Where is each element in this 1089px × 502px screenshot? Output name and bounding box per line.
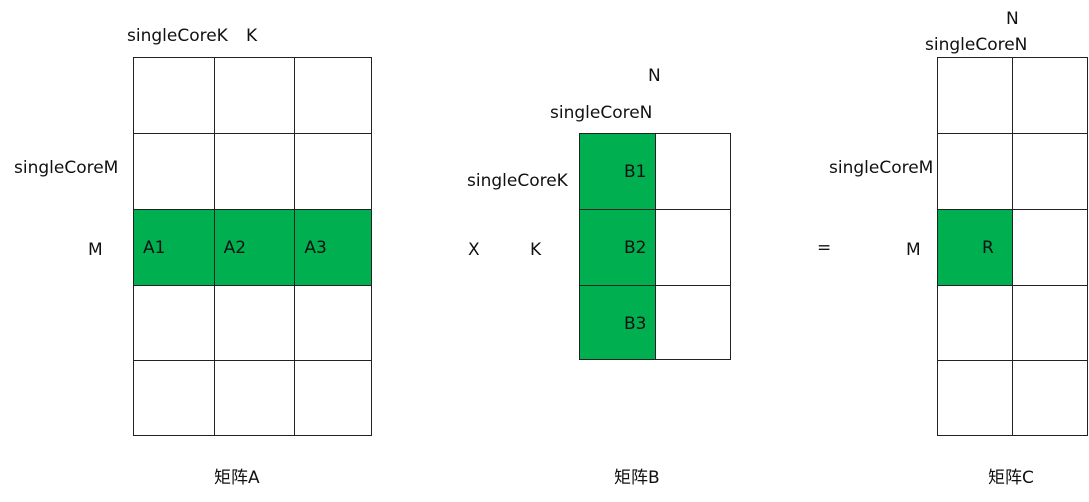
matrix-a-single-core-k-label: singleCoreK [127,26,228,46]
matrix-a-cell [213,57,296,134]
matrix-b-grid: B1 B2 B3 [579,133,731,360]
matrix-c-row [936,57,1088,134]
matrix-c-cell [936,285,1014,361]
matrix-c-row [936,360,1088,436]
equals-operator: = [817,238,832,258]
matrix-b-n-label: N [648,66,661,86]
matrix-a-cell [133,133,215,210]
matrix-a-row [133,57,372,134]
matrix-a-cell [294,360,372,436]
matrix-a-cell-a2: A2 [213,209,296,286]
cell-label-a2: A2 [223,238,247,258]
matrix-c-single-core-n-label: singleCoreN [925,35,1028,55]
cell-label-a1: A1 [143,238,166,258]
matrix-a-row [133,133,372,210]
matrix-a-m-label: M [88,240,103,260]
matrix-c-m-label: M [906,240,921,260]
matrix-c-cell [1012,285,1088,361]
matrix-a-grid: A1 A2 A3 [133,57,372,436]
matrix-a-cell [294,285,372,361]
multiply-operator: X [468,240,480,260]
matrix-c-cell [1012,57,1088,134]
matrix-a-row [133,285,372,361]
matrix-c-n-label: N [1006,9,1019,29]
matrix-b-cell-b2: B2 [579,209,656,286]
matrix-b-caption: 矩阵B [614,468,660,488]
matrix-b-k-label: K [530,240,542,260]
matrix-c-cell [936,360,1014,436]
matrix-c-single-core-m-label: singleCoreM [829,158,934,178]
matrix-a-cell [133,285,215,361]
matrix-a-cell [133,57,215,134]
matrix-a-caption: 矩阵A [214,468,260,488]
matrix-c-row: R [936,209,1088,286]
matrix-b-cell-b3: B3 [579,285,656,360]
matrix-c-grid: R [936,57,1088,436]
matrix-c-cell-r: R [936,209,1014,286]
matrix-a-cell [213,285,296,361]
matrix-c-cell [1012,209,1088,286]
matrix-c-row [936,133,1088,210]
matrix-b-single-core-k-label: singleCoreK [467,171,568,191]
matrix-a-row [133,360,372,436]
matrix-b-row: B1 [579,133,731,210]
cell-label-a3: A3 [304,238,327,258]
matrix-a-cell-a1: A1 [133,209,215,286]
matrix-c-row [936,285,1088,361]
matrix-a-cell [133,360,215,436]
matrix-b-single-core-n-label: singleCoreN [550,103,653,123]
matrix-c-cell [936,57,1014,134]
matrix-a-cell [294,133,372,210]
matrix-c-cell [936,133,1014,210]
cell-label-b1: B1 [624,162,647,182]
cell-label-b3: B3 [624,314,647,334]
matrix-c-caption: 矩阵C [988,468,1034,488]
matrix-b-cell [654,209,731,286]
matrix-a-highlight-row: A1 A2 A3 [133,209,372,286]
matrix-b-cell-b1: B1 [579,133,656,210]
matrix-c-cell [1012,133,1088,210]
matrix-b-row: B2 [579,209,731,286]
matrix-b-cell [654,133,731,210]
matrix-a-cell [294,57,372,134]
matrix-a-cell [213,360,296,436]
matrix-a-cell-a3: A3 [294,209,372,286]
matrix-a-single-core-m-label: singleCoreM [14,158,119,178]
cell-label-b2: B2 [624,238,647,258]
matrix-a-k-label: K [246,26,258,46]
matrix-b-row: B3 [579,285,731,360]
cell-label-r: R [982,238,994,258]
matrix-c-cell [1012,360,1088,436]
matrix-b-cell [654,285,731,360]
matrix-a-cell [213,133,296,210]
